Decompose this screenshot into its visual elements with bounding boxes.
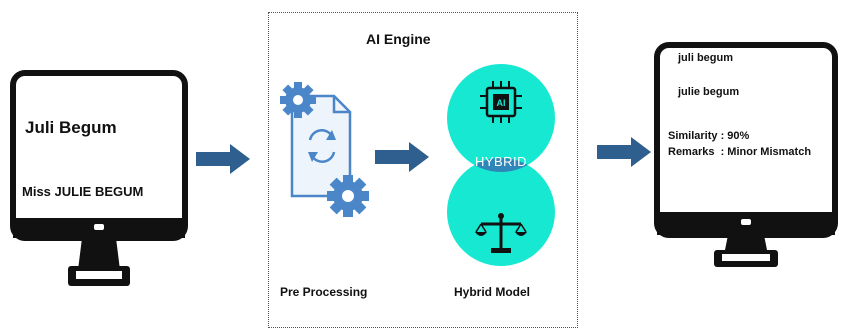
ai-engine-container [268,12,578,328]
hybrid-venn-diagram: AI [447,64,555,266]
svg-text:AI: AI [497,98,506,108]
left-monitor-name: Juli Begum [25,118,117,137]
right-monitor-name-1: juli begum [678,52,733,64]
remarks-text: Remarks : Minor Mismatch [668,146,812,158]
similarity-score: Similarity : 90% [668,130,750,142]
balance-scale-icon [475,213,527,253]
arrow-right-icon [597,137,651,167]
left-monitor-title-name: Miss JULIE BEGUM [22,184,144,199]
hybrid-text: HYBRID [474,154,528,169]
model-circle [447,158,555,266]
monitor-icon [10,70,188,286]
ai-chip-icon: AI [480,81,522,123]
arrow-right-icon [375,142,429,172]
monitor-icon [654,42,838,267]
right-monitor [654,42,838,270]
ai-engine-title: AI Engine [366,31,431,47]
hybrid-model-label: Hybrid Model [454,285,531,299]
arrow-right-icon [196,144,250,174]
right-monitor-name-2: julie begum [678,86,740,98]
left-monitor [10,70,188,292]
preprocessing-label: Pre Processing [280,285,368,299]
gears-document-icon [280,82,369,217]
